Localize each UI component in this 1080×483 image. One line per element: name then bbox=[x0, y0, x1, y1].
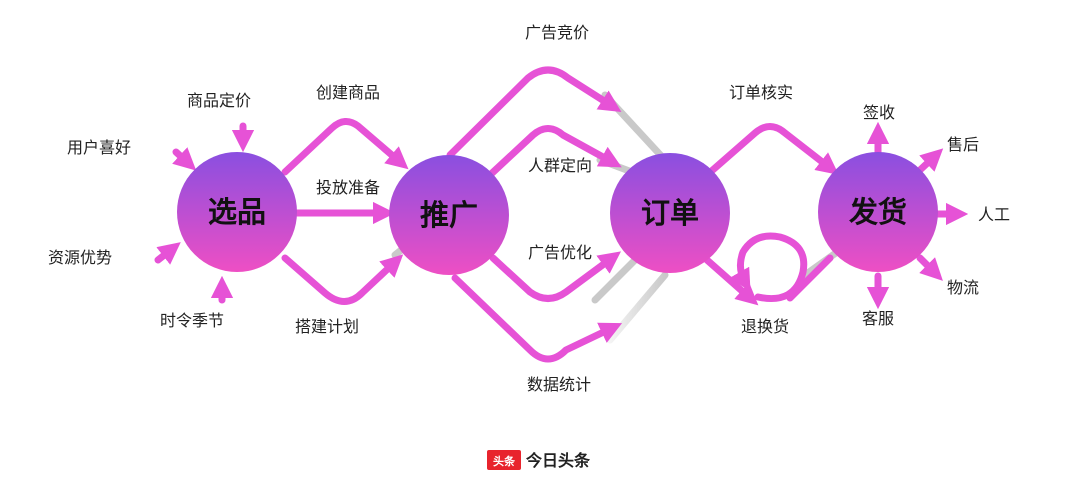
label-verify: 订单核实 bbox=[729, 83, 793, 102]
label-pricing: 商品定价 bbox=[187, 91, 251, 110]
arrow-optimize bbox=[489, 251, 622, 302]
node-promote-label: 推广 bbox=[420, 198, 478, 232]
brand-watermark: 头条 今日头条 bbox=[487, 450, 591, 470]
label-optimize: 广告优化 bbox=[528, 243, 592, 262]
brand-badge-text: 头条 bbox=[493, 454, 516, 468]
node-select: 选品 bbox=[177, 152, 297, 272]
label-after-sale: 售后 bbox=[947, 135, 979, 154]
node-ship-label: 发货 bbox=[848, 195, 907, 229]
brand-name: 今日头条 bbox=[525, 451, 591, 470]
label-return: 退换货 bbox=[741, 317, 789, 336]
arrow-return-out bbox=[786, 254, 834, 302]
arrow-create bbox=[281, 118, 409, 176]
arrow-plan bbox=[281, 254, 404, 305]
arrow-resource bbox=[154, 242, 181, 265]
label-resource: 资源优势 bbox=[48, 248, 112, 267]
arrow-target bbox=[486, 125, 622, 179]
arrow-bid bbox=[446, 66, 622, 159]
labels: 用户喜好 商品定价 资源优势 时令季节 创建商品 投放准备 搭建计划 广告竞价 … bbox=[48, 23, 1010, 394]
label-service: 客服 bbox=[862, 309, 894, 328]
label-prepare: 投放准备 bbox=[316, 178, 380, 197]
label-stats: 数据统计 bbox=[527, 375, 591, 394]
arrow-after-sale bbox=[916, 148, 944, 174]
node-select-label: 选品 bbox=[208, 195, 266, 229]
arrows bbox=[154, 66, 969, 363]
label-logistics: 物流 bbox=[947, 278, 979, 297]
arrow-logistics bbox=[916, 254, 943, 281]
label-plan: 搭建计划 bbox=[295, 317, 359, 336]
gray-track-optimize bbox=[591, 251, 644, 304]
label-user-pref: 用户喜好 bbox=[67, 138, 131, 157]
arrow-user-pref bbox=[172, 147, 197, 171]
gray-track-stats bbox=[606, 271, 669, 344]
label-sign: 签收 bbox=[863, 103, 895, 122]
arrow-stats bbox=[451, 274, 623, 363]
node-promote: 推广 bbox=[389, 155, 509, 275]
label-targeting: 人群定向 bbox=[528, 156, 592, 175]
label-manual: 人工 bbox=[978, 205, 1010, 224]
arrow-verify bbox=[703, 123, 839, 179]
brand-badge bbox=[487, 450, 521, 470]
label-bidding: 广告竞价 bbox=[525, 23, 589, 42]
label-season: 时令季节 bbox=[160, 311, 224, 330]
node-order-label: 订单 bbox=[641, 196, 699, 230]
node-ship: 发货 bbox=[818, 152, 938, 272]
label-create: 创建商品 bbox=[316, 83, 380, 102]
node-order: 订单 bbox=[610, 153, 730, 273]
